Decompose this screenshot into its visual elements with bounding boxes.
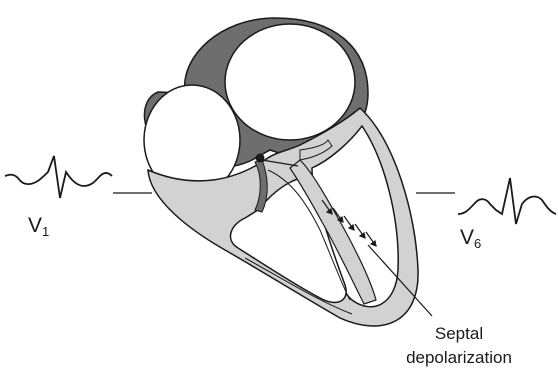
v6-lead-name: V bbox=[460, 226, 474, 249]
callout-line-2: depolarization bbox=[384, 346, 534, 370]
v6-ecg-trace bbox=[458, 178, 556, 224]
sa-node bbox=[256, 154, 265, 163]
septal-depolarization-callout: Septal depolarization bbox=[384, 322, 534, 370]
left-atrium bbox=[225, 24, 355, 140]
v1-lead-subscript: 1 bbox=[42, 224, 49, 239]
v6-lead-subscript: 6 bbox=[474, 236, 481, 251]
v1-lead-name: V bbox=[28, 214, 42, 237]
v1-lead-label: V1 bbox=[28, 214, 49, 239]
v6-lead-label: V6 bbox=[460, 226, 481, 251]
v1-ecg-trace bbox=[5, 156, 112, 198]
callout-line-1: Septal bbox=[384, 322, 534, 346]
